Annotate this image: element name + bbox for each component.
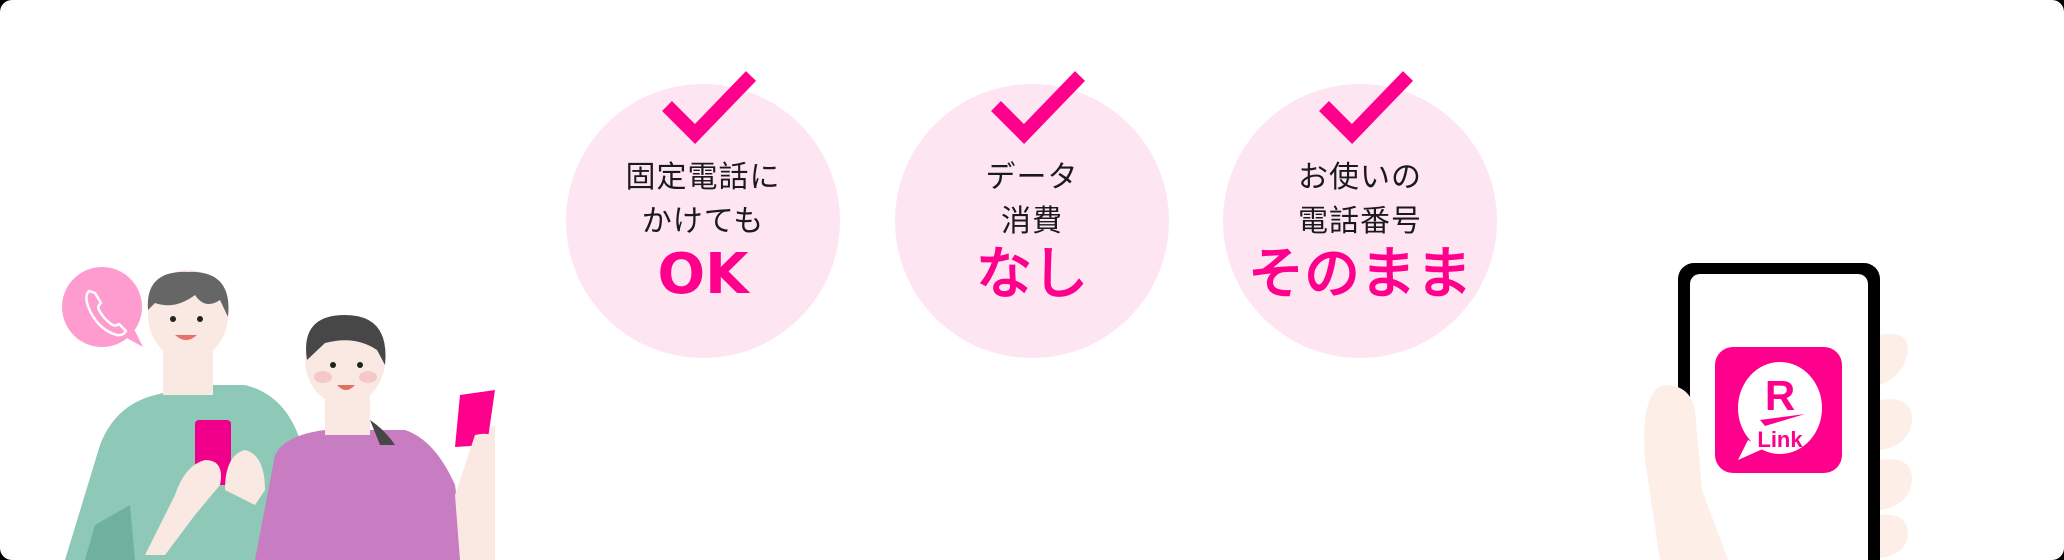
phone-speech-bubble-icon <box>62 267 143 347</box>
check-icon <box>991 71 1086 144</box>
feature-highlight: OK <box>657 242 749 307</box>
feature-line-1: お使いの <box>1298 160 1422 195</box>
feature-no-data-usage: データ 消費 なし <box>895 71 1169 358</box>
feature-line-2: 消費 <box>1001 204 1063 239</box>
feature-landline-ok: 固定電話に かけても OK <box>566 71 840 358</box>
hand-holding-phone-illustration: R Link <box>1644 263 1912 560</box>
feature-line-2: 電話番号 <box>1298 204 1422 239</box>
feature-line-1: 固定電話に <box>625 160 781 195</box>
feature-line-2: かけても <box>641 204 765 239</box>
check-icon <box>1319 71 1414 144</box>
feature-highlight: なし <box>976 242 1088 307</box>
woman-figure <box>255 315 495 560</box>
check-icon <box>662 71 757 144</box>
feature-line-1: データ <box>985 160 1079 195</box>
app-icon-letter: R <box>1765 372 1795 419</box>
feature-same-number: お使いの 電話番号 そのまま <box>1223 71 1497 358</box>
rakuten-link-app-icon: R Link <box>1715 347 1842 473</box>
feature-highlight: そのまま <box>1248 242 1472 307</box>
man-figure <box>65 270 315 560</box>
app-icon-label: Link <box>1757 427 1803 452</box>
people-with-phones-illustration <box>62 267 495 560</box>
